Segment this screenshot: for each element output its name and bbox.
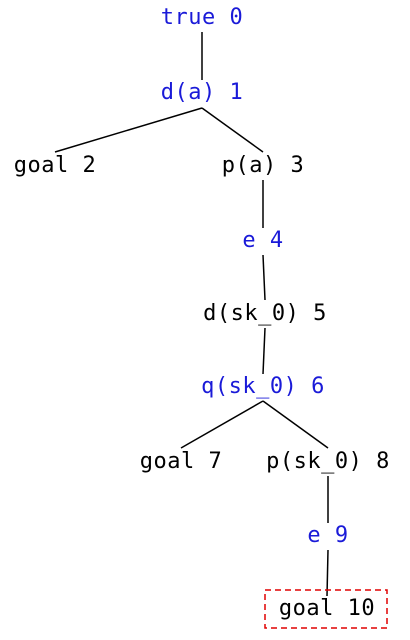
tree-node-n0: true 0 [161,5,243,30]
tree-edge-n5-n6 [262,327,266,375]
tree-node-n4: e 4 [242,228,283,253]
tree-node-label: e 9 [307,523,348,548]
tree-node-label: goal 10 [279,596,375,621]
tree-node-label: p(a) 3 [222,153,304,178]
tree-edge-n4-n5 [262,254,266,301]
tree-node-label: d(a) 1 [161,80,243,105]
tree-edge-n1-n2 [54,107,203,153]
highlight-box [264,589,388,629]
tree-edge-n1-n3 [201,107,264,153]
tree-node-n8: p(sk_0) 8 [266,449,390,474]
tree-node-label: p(sk_0) 8 [266,449,390,474]
tree-node-label: d(sk_0) 5 [203,301,327,326]
tree-node-n10: goal 10 [264,589,388,629]
tree-node-label: e 4 [242,228,283,253]
tree-node-n6: q(sk_0) 6 [201,374,325,399]
tree-edge-n6-n8 [262,400,329,449]
tree-edge-n6-n7 [180,400,264,449]
tree-edge-n9-n10 [326,549,329,597]
tree-edges [54,32,329,597]
tree-node-label: true 0 [161,5,243,30]
tree-nodes: true 0 d(a) 1 goal 2 p(a) 3 e 4 d(sk_0) 5 q(sk… [14,5,390,629]
tree-node-n7: goal 7 [140,449,222,474]
tree-node-label: goal 2 [14,153,96,178]
tree-node-label: q(sk_0) 6 [201,374,325,399]
tree-node-n9: e 9 [307,523,348,548]
tree-node-n2: goal 2 [14,153,96,178]
tree-node-n3: p(a) 3 [222,153,304,178]
tree-node-n1: d(a) 1 [161,80,243,105]
tree-node-label: goal 7 [140,449,222,474]
tree-node-n5: d(sk_0) 5 [203,301,327,326]
